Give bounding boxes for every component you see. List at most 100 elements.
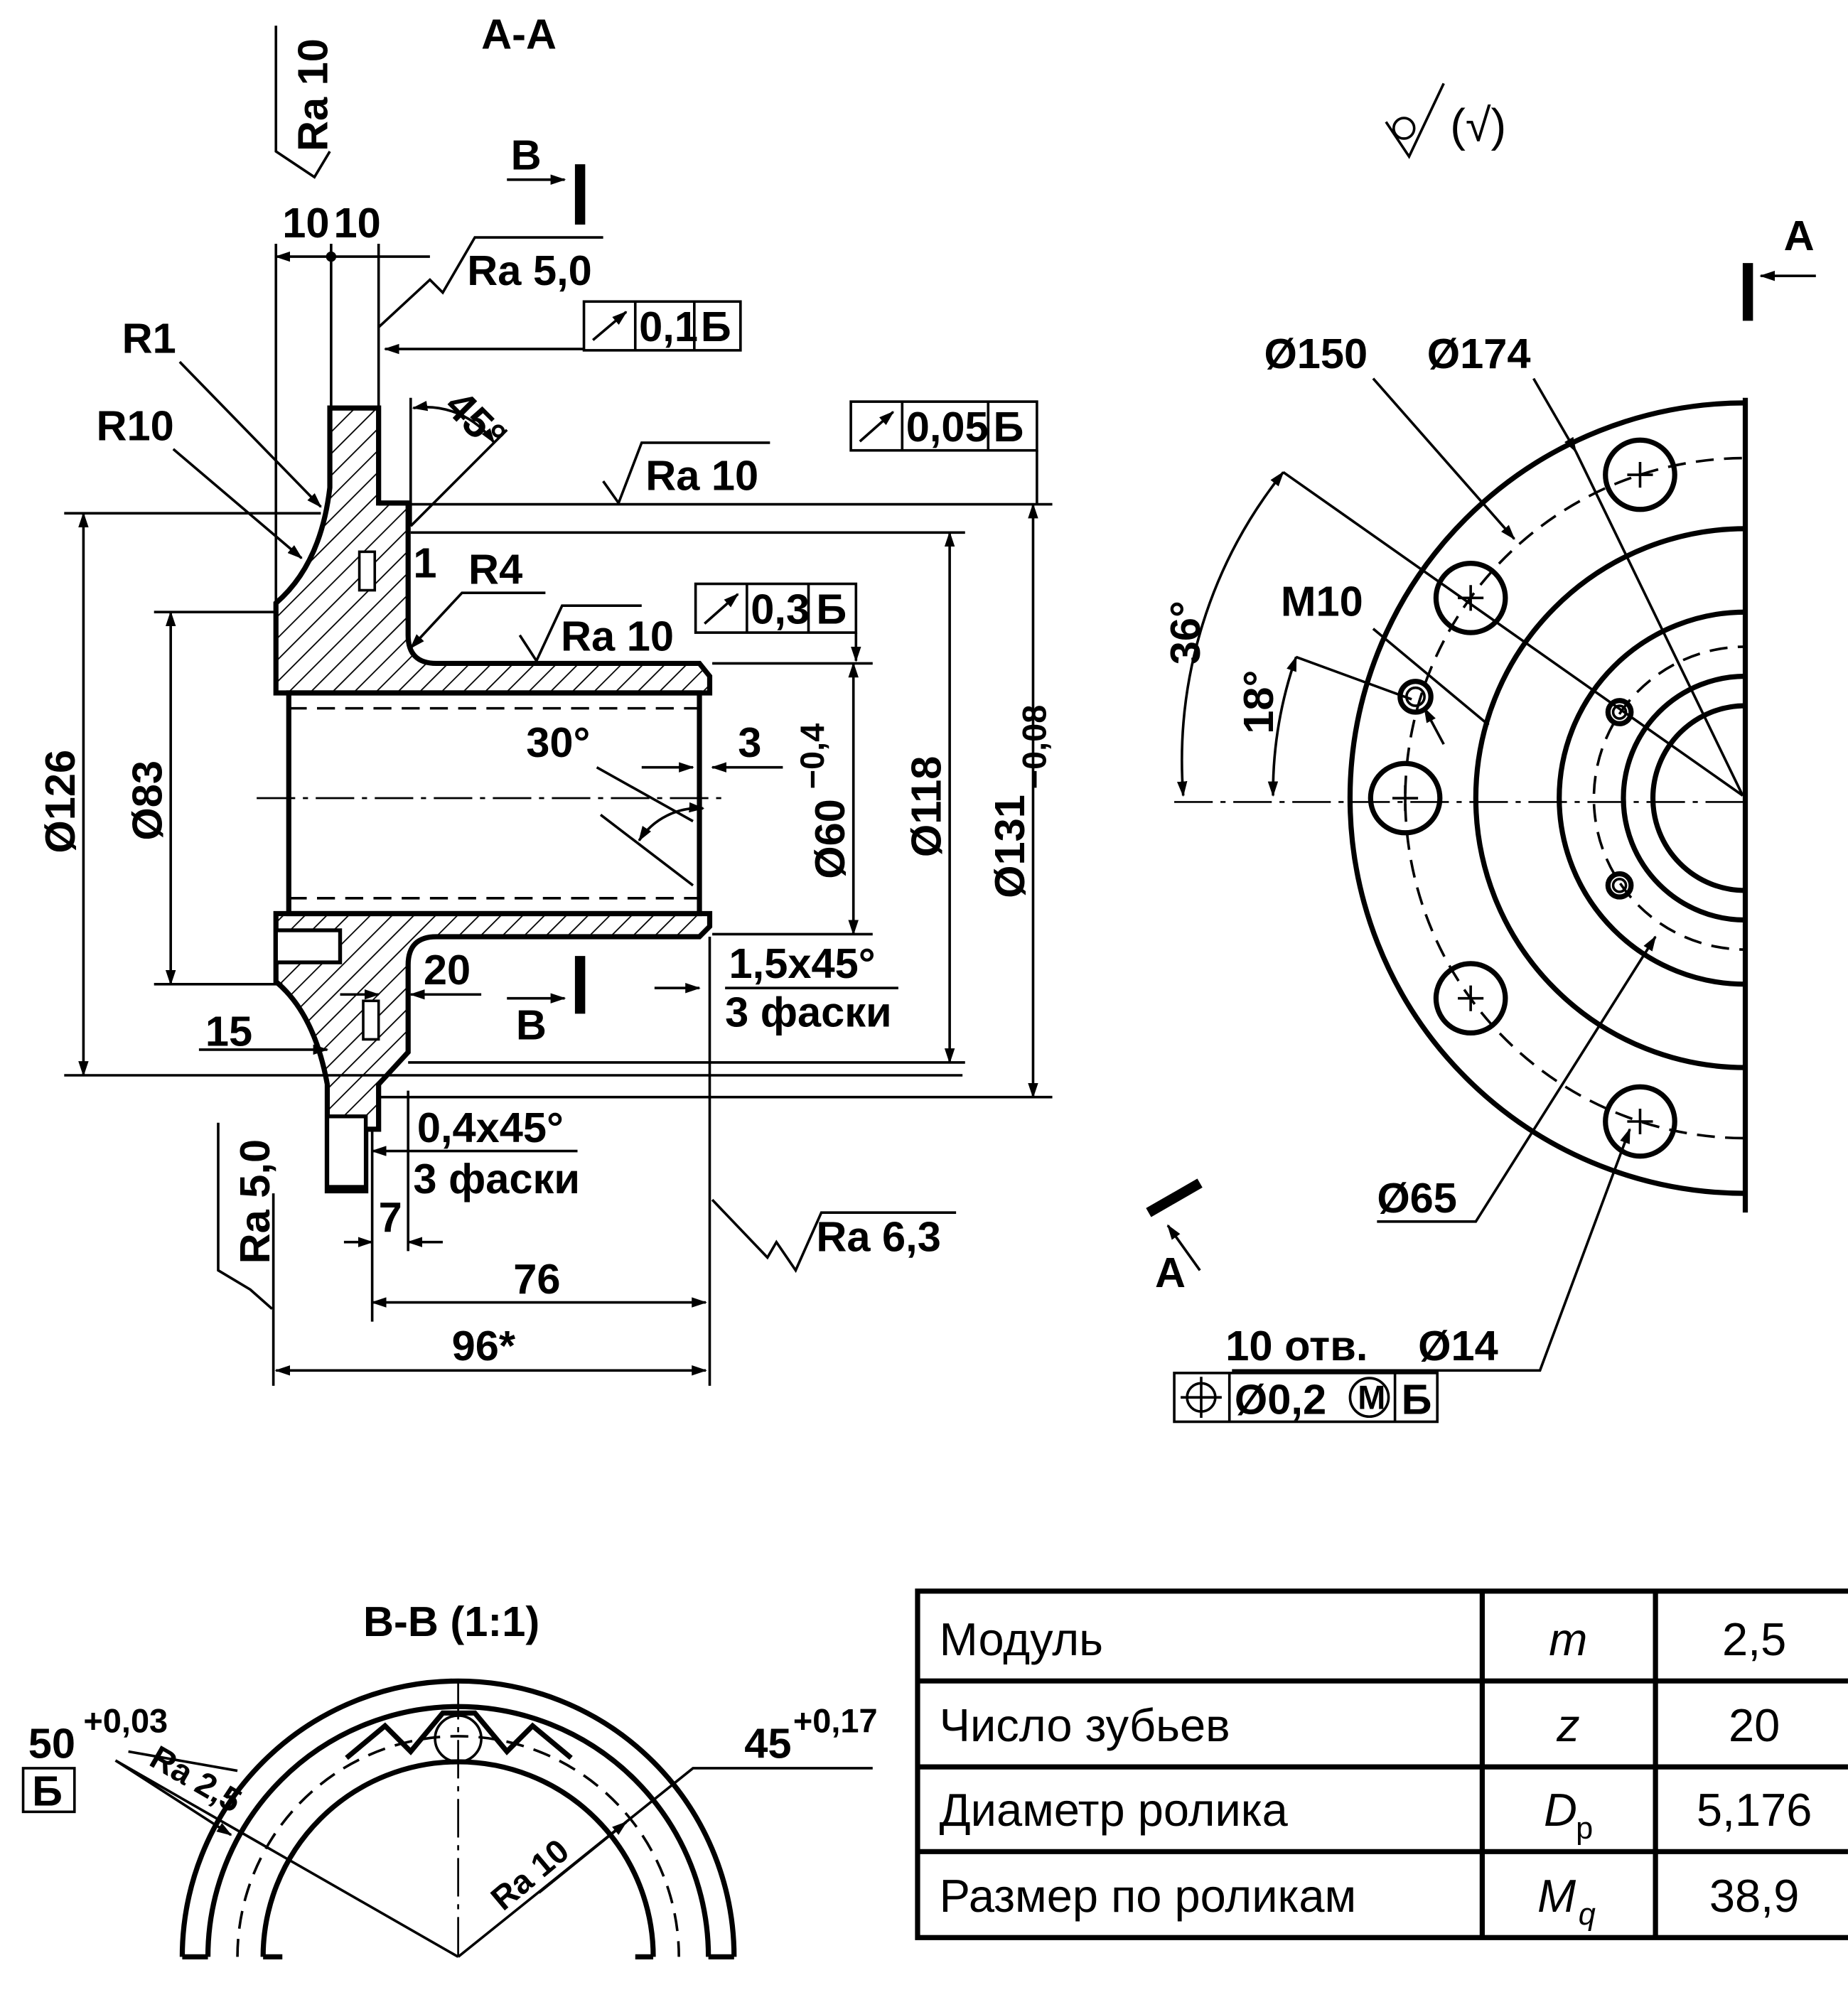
svg-text:Ø14: Ø14: [1418, 1322, 1498, 1370]
svg-text:Ø83: Ø83: [124, 760, 171, 841]
svg-text:Модуль: Модуль: [940, 1613, 1103, 1665]
cut-marker-a-bottom: A: [1146, 1178, 1203, 1296]
dim-1: 1: [413, 539, 436, 586]
section-b-b: B-B (1:1) 50 +0,03 Б Ra 2,5 45 +0,17 Ra …: [21, 1598, 878, 1959]
svg-text:5,176: 5,176: [1697, 1784, 1812, 1836]
hole: [1433, 961, 1508, 1036]
chamfer-0-4x45: 0,4x45° 3 фаски: [370, 1104, 580, 1203]
dim-45-tol: +0,17: [793, 1702, 878, 1739]
threaded-hole: [1605, 871, 1634, 900]
cut-marker-b-top: B: [507, 131, 586, 225]
svg-text:Ra 6,3: Ra 6,3: [816, 1212, 941, 1260]
outer-circle-d174: [1347, 400, 1746, 1196]
svg-text:Ø0,2: Ø0,2: [1235, 1376, 1326, 1424]
svg-text:1,5x45°: 1,5x45°: [729, 940, 876, 987]
bolt-holes: [1368, 437, 1677, 1159]
chamfer-1-5x45: 1,5x45° 3 фаски: [654, 937, 898, 1386]
svg-text:Ra 10: Ra 10: [289, 38, 336, 151]
label-m10: M10: [1281, 578, 1363, 625]
dim-45: 45: [744, 1720, 791, 1768]
radius-r10: R10: [96, 402, 173, 449]
runout-tolerance-0-05: 0,05 Б: [849, 400, 1038, 505]
dim-96: 96*: [452, 1322, 516, 1370]
svg-text:m: m: [1549, 1613, 1587, 1665]
svg-text:Б: Б: [816, 585, 847, 633]
hole: [1603, 437, 1677, 512]
dim-d174: Ø174: [1427, 330, 1531, 377]
svg-text:−0,4: −0,4: [794, 723, 831, 790]
roughness-ra10-top: Ra 10: [274, 26, 336, 179]
dim-d83: Ø83: [124, 610, 283, 986]
dim-50-tol: +0,03: [83, 1702, 168, 1739]
runout-tolerance-0-1: 0,1 Б: [383, 300, 742, 355]
table-row: Размер по роликам M q 38,9: [940, 1870, 1800, 1932]
angle-36: 36°: [1161, 601, 1209, 665]
svg-text:Б: Б: [1402, 1376, 1432, 1424]
angle-30: 30°: [526, 719, 590, 766]
svg-text:Б: Б: [701, 303, 731, 350]
radius-r1: R1: [122, 315, 176, 362]
svg-text:B: B: [516, 1001, 547, 1048]
svg-text:Ra 10: Ra 10: [561, 612, 674, 660]
svg-text:Ra 10: Ra 10: [645, 452, 758, 500]
svg-text:Ø60: Ø60: [806, 799, 854, 879]
svg-text:3 фаски: 3 фаски: [725, 988, 892, 1035]
table-row: Число зубьев z 20: [940, 1699, 1780, 1751]
svg-text:Б: Б: [993, 403, 1024, 451]
dim-10-left: 10: [282, 199, 329, 247]
svg-text:B: B: [511, 131, 542, 178]
dim-d126: Ø126: [36, 512, 963, 1077]
angle-18: 18°: [1235, 670, 1282, 734]
hole-callout: 10 отв. Ø14: [1225, 1128, 1631, 1372]
dim-7: 7: [379, 1193, 402, 1241]
datum-box: [21, 1767, 76, 1814]
roughness-ra50-top: Ra 5,0: [377, 236, 603, 328]
dim-3: 3: [738, 719, 761, 766]
svg-text:0,4x45°: 0,4x45°: [417, 1104, 564, 1151]
dim-d150: Ø150: [1264, 330, 1368, 377]
angle-45: 45°: [436, 381, 515, 460]
hole: [1368, 760, 1443, 836]
svg-text:Диаметр ролика: Диаметр ролика: [940, 1784, 1289, 1836]
svg-text:3 фаски: 3 фаски: [413, 1155, 580, 1203]
position-icon: [1181, 1377, 1222, 1419]
front-view: (√) A Ø150: [1146, 82, 1816, 1424]
general-roughness-symbol: (√): [1385, 82, 1506, 159]
section-a-a: A-A Ra 10 B 10 10 Ra 5,0: [36, 11, 1053, 1386]
dim-d118: Ø118: [408, 531, 965, 1064]
dim-d65: Ø65: [1377, 1174, 1457, 1222]
svg-text:A: A: [1155, 1249, 1186, 1296]
svg-text:z: z: [1556, 1699, 1580, 1751]
svg-text:A: A: [1784, 212, 1815, 259]
dim-d131: Ø131 −0,08: [378, 502, 1053, 1099]
svg-text:q: q: [1579, 1898, 1596, 1932]
svg-text:Размер по роликам: Размер по роликам: [940, 1870, 1357, 1922]
dim-76: 76: [513, 1255, 560, 1303]
svg-text:Ø126: Ø126: [36, 750, 84, 854]
cut-marker-a-top: A: [1742, 212, 1816, 321]
roughness-ra10-mid: Ra 10: [602, 441, 770, 506]
radius-r4: R4: [468, 545, 522, 593]
section-b-b-title: B-B (1:1): [363, 1598, 539, 1645]
svg-text:M: M: [1537, 1870, 1576, 1922]
position-tolerance-frame: Ø0,2 M Б: [1173, 1372, 1439, 1424]
section-a-a-title: A-A: [481, 11, 557, 58]
hole: [1603, 1084, 1677, 1159]
dim-10-right: 10: [333, 199, 380, 247]
svg-text:38,9: 38,9: [1709, 1870, 1799, 1922]
roughness-ra10-hub: Ra 10: [518, 604, 674, 664]
dim-50: 50: [28, 1720, 75, 1768]
svg-text:Число зубьев: Число зубьев: [940, 1699, 1230, 1751]
svg-text:2,5: 2,5: [1722, 1613, 1786, 1665]
svg-text:(√): (√): [1450, 99, 1506, 151]
svg-text:Ø131: Ø131: [986, 795, 1033, 898]
roughness-ra63: Ra 6,3: [711, 1198, 957, 1274]
gear-parameters-table: Модуль m 2,5 Число зубьев z 20 Диаметр р…: [915, 1588, 1848, 1940]
roughness-ra50-left: Ra 5,0: [217, 1122, 279, 1310]
dim-d60: Ø60 −0,4: [712, 662, 873, 936]
modifier-m: M: [1358, 1379, 1385, 1416]
dim-15: 15: [205, 1007, 252, 1055]
svg-text:−0,08: −0,08: [1016, 705, 1053, 790]
